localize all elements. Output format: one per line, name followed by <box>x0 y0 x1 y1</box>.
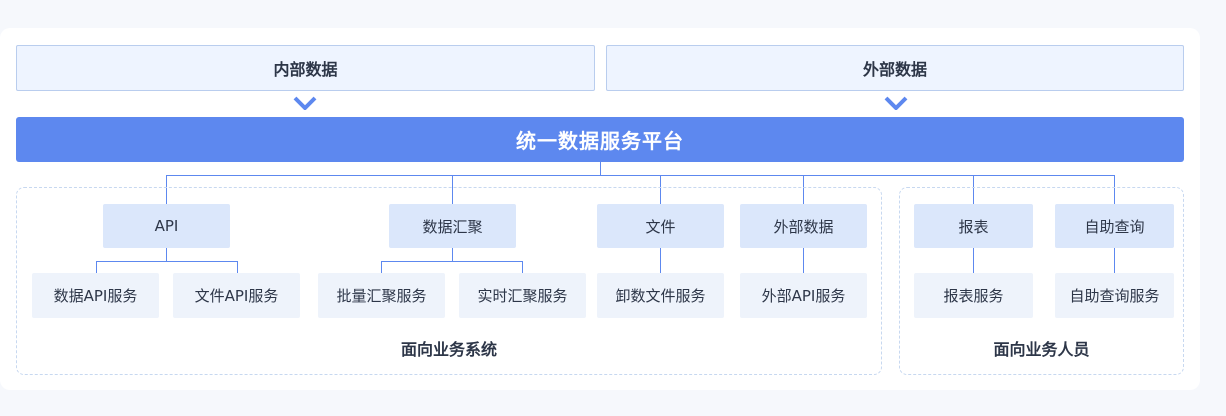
business-system-zone <box>16 187 882 375</box>
service-batch-aggregation: 批量汇聚服务 <box>318 273 445 318</box>
platform-bar: 统一数据服务平台 <box>16 117 1184 162</box>
internal-data-box: 内部数据 <box>16 45 595 91</box>
category-label: 自助查询 <box>1084 217 1145 236</box>
category-external-data: 外部数据 <box>740 204 867 248</box>
service-external-api: 外部API服务 <box>740 273 867 318</box>
category-report: 报表 <box>914 204 1033 248</box>
service-unload-file: 卸数文件服务 <box>597 273 724 318</box>
category-data-aggregation: 数据汇聚 <box>389 204 516 248</box>
service-label: 批量汇聚服务 <box>336 287 427 305</box>
business-staff-zone <box>899 187 1184 375</box>
category-self-query: 自助查询 <box>1055 204 1174 248</box>
service-label: 报表服务 <box>943 287 1004 305</box>
business-staff-label: 面向业务人员 <box>899 334 1184 362</box>
service-realtime-aggregation: 实时汇聚服务 <box>459 273 586 318</box>
category-label: 外部数据 <box>773 217 834 236</box>
zone-label-text: 面向业务系统 <box>400 340 497 359</box>
service-data-api: 数据API服务 <box>32 273 159 318</box>
external-data-label: 外部数据 <box>862 60 927 79</box>
service-report: 报表服务 <box>914 273 1033 318</box>
service-label: 数据API服务 <box>53 287 138 305</box>
service-label: 文件API服务 <box>194 287 279 305</box>
business-system-label: 面向业务系统 <box>16 334 882 362</box>
chevron-down-icon <box>884 96 908 110</box>
category-label: 数据汇聚 <box>422 217 483 236</box>
service-label: 外部API服务 <box>761 287 846 305</box>
service-file-api: 文件API服务 <box>173 273 300 318</box>
service-label: 自助查询服务 <box>1069 287 1160 305</box>
category-file: 文件 <box>597 204 724 248</box>
category-api: API <box>103 204 230 248</box>
platform-title: 统一数据服务平台 <box>516 129 684 153</box>
external-data-box: 外部数据 <box>606 45 1184 91</box>
zone-label-text: 面向业务人员 <box>993 340 1090 359</box>
chevron-down-icon <box>293 96 317 110</box>
category-label: API <box>154 217 179 235</box>
service-label: 实时汇聚服务 <box>477 287 568 305</box>
internal-data-label: 内部数据 <box>273 60 338 79</box>
service-label: 卸数文件服务 <box>615 287 706 305</box>
service-self-query: 自助查询服务 <box>1055 273 1174 318</box>
category-label: 报表 <box>958 217 989 236</box>
category-label: 文件 <box>645 217 676 236</box>
